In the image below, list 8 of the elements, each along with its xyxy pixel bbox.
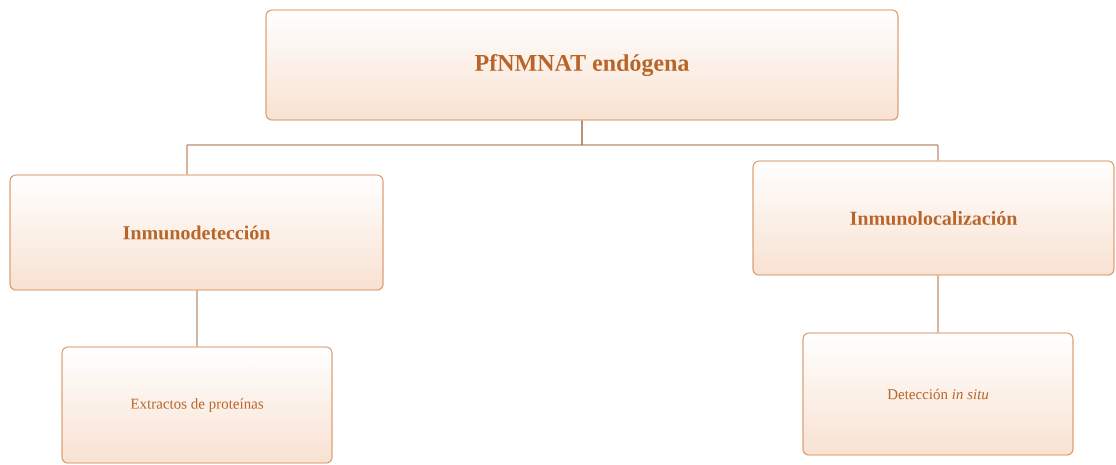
title-box: PfNMNAT endógena: [265, 9, 899, 121]
connector-line: [196, 290, 198, 347]
category-box: Inmunolocalización: [752, 160, 1115, 276]
method-box: Detección in situ: [802, 332, 1074, 456]
category-box: Inmunodetección: [9, 174, 384, 291]
method-box: Extractos de proteínas: [61, 346, 333, 464]
connector-line: [581, 120, 939, 161]
connector-line: [937, 275, 939, 333]
